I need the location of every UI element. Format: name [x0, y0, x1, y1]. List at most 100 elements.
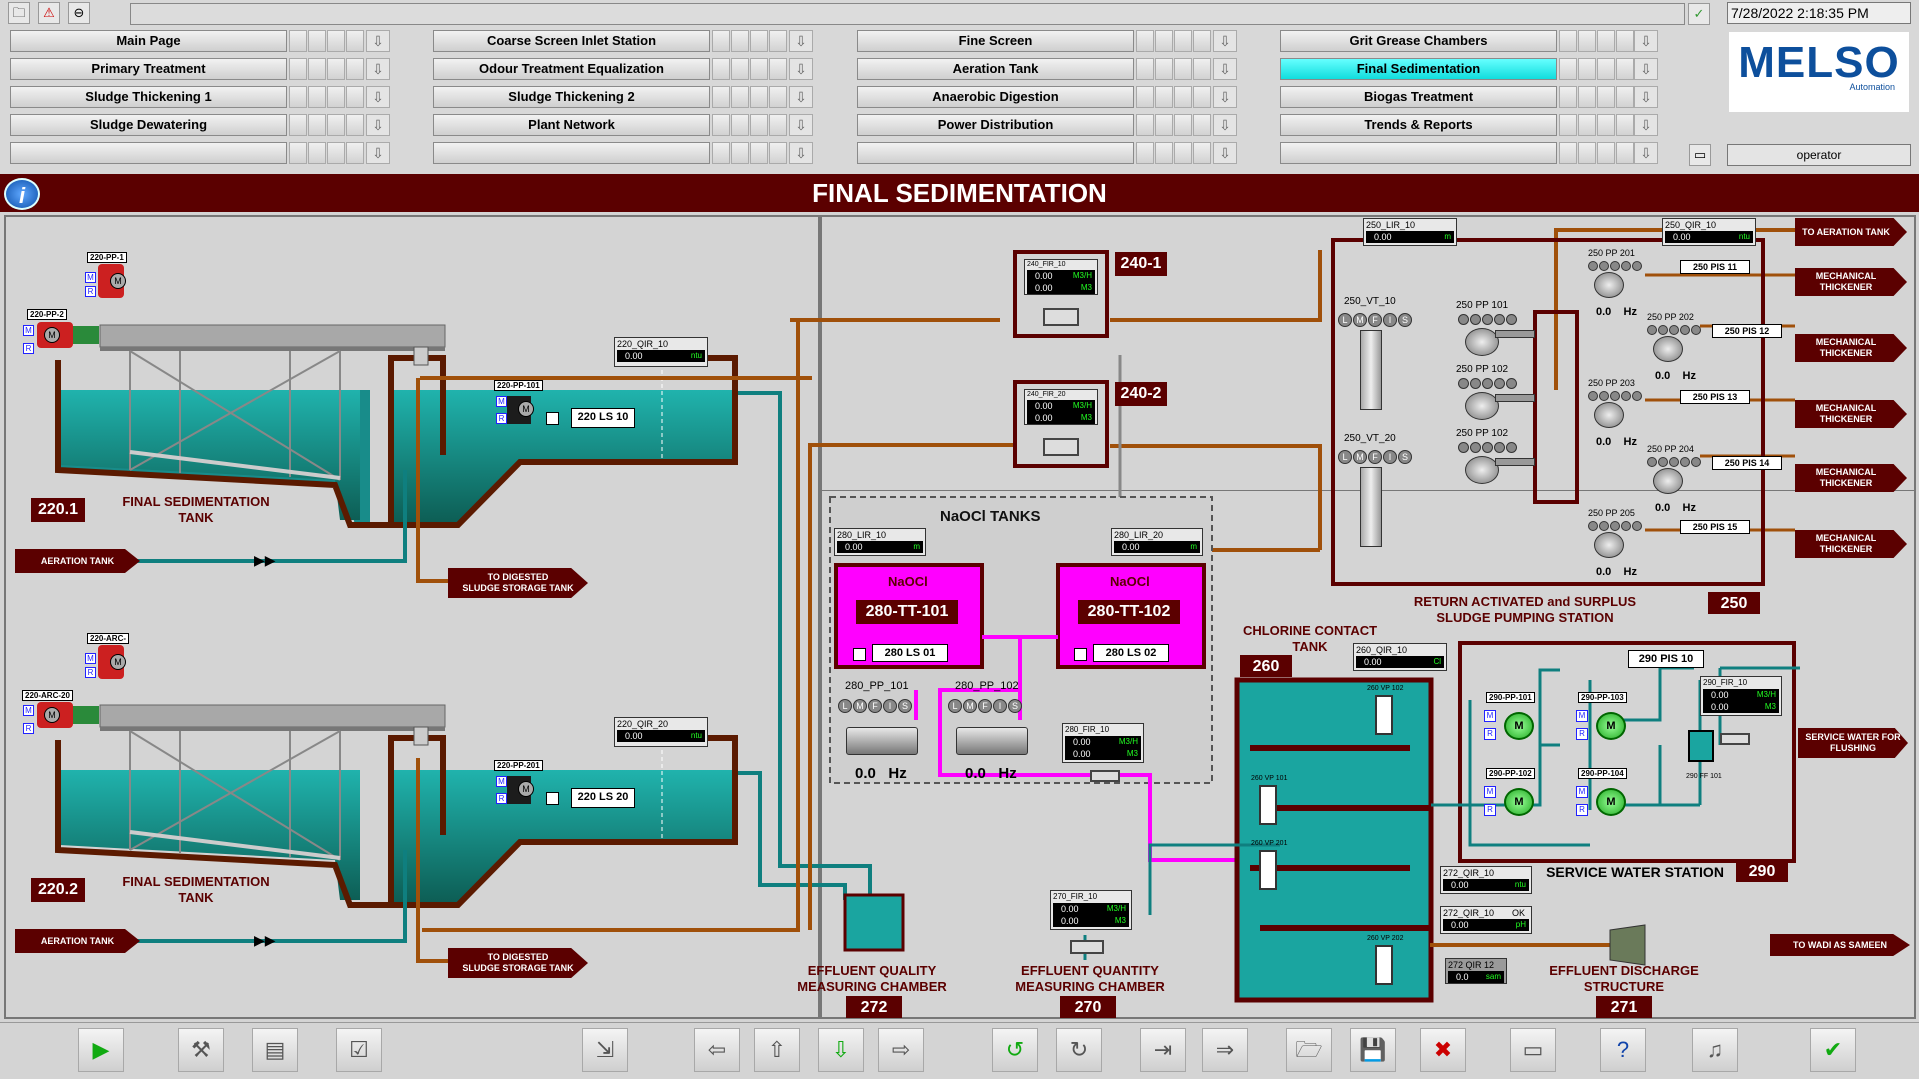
mode-r-icon[interactable]: R: [1484, 804, 1496, 816]
mode-r-icon[interactable]: R: [85, 286, 96, 297]
monitor-icon[interactable]: ▭: [1689, 144, 1711, 166]
motor-icon[interactable]: M: [518, 401, 534, 417]
nav-button[interactable]: Sludge Thickening 1: [10, 86, 287, 108]
nav-dropdown-icon[interactable]: ⇩: [789, 30, 813, 52]
checklist-icon[interactable]: ☑: [336, 1028, 382, 1072]
nav-slot[interactable]: [1155, 142, 1173, 164]
nav-slot[interactable]: [1616, 142, 1634, 164]
nav-slot[interactable]: [731, 86, 749, 108]
next-icon[interactable]: ⇒: [1202, 1028, 1248, 1072]
nav-slot[interactable]: [1578, 30, 1596, 52]
nav-button[interactable]: [1280, 142, 1557, 164]
nav-slot[interactable]: [327, 30, 345, 52]
mode-m-icon[interactable]: M: [85, 272, 96, 283]
nav-slot[interactable]: [712, 86, 730, 108]
level-switch-checkbox[interactable]: [1074, 648, 1087, 661]
pump-icon[interactable]: [1653, 468, 1683, 494]
nav-slot[interactable]: [327, 86, 345, 108]
nav-button[interactable]: [857, 142, 1134, 164]
mode-r-icon[interactable]: R: [496, 413, 507, 424]
nav-dropdown-icon[interactable]: ⇩: [789, 142, 813, 164]
nav-slot[interactable]: [1597, 142, 1615, 164]
nav-slot[interactable]: [712, 58, 730, 80]
pump-icon[interactable]: M: [1504, 712, 1534, 740]
notes-icon[interactable]: ▤: [252, 1028, 298, 1072]
mode-m-icon[interactable]: M: [23, 705, 34, 716]
nav-slot[interactable]: [327, 58, 345, 80]
nav-slot[interactable]: [308, 30, 326, 52]
ack-icon[interactable]: ✔: [1810, 1028, 1856, 1072]
mechanical-thickener-outlet[interactable]: MECHANICAL THICKENER: [1795, 334, 1907, 362]
mode-r-icon[interactable]: R: [1576, 728, 1588, 740]
mode-m-icon[interactable]: M: [1484, 786, 1496, 798]
nav-slot[interactable]: [1136, 86, 1154, 108]
nav-slot[interactable]: [1174, 86, 1192, 108]
nav-slot[interactable]: [327, 142, 345, 164]
valve-icon[interactable]: [1259, 785, 1277, 825]
nav-slot[interactable]: [712, 142, 730, 164]
nav-slot[interactable]: [289, 142, 307, 164]
nav-slot[interactable]: [712, 30, 730, 52]
nav-slot[interactable]: [1559, 142, 1577, 164]
wadi-outlet[interactable]: TO WADI AS SAMEEN: [1770, 934, 1910, 956]
calendar-icon[interactable]: ✓: [1688, 3, 1710, 25]
open-icon[interactable]: 🗁: [1286, 1028, 1332, 1072]
nav-slot[interactable]: [1193, 142, 1211, 164]
valve-icon[interactable]: [1375, 695, 1393, 735]
nav-slot[interactable]: [346, 114, 364, 136]
nav-button[interactable]: Power Distribution: [857, 114, 1134, 136]
dosing-pump-icon[interactable]: [846, 727, 918, 755]
nav-dropdown-icon[interactable]: ⇩: [1634, 86, 1658, 108]
motor-icon[interactable]: M: [44, 707, 60, 723]
nav-button[interactable]: Odour Treatment Equalization: [433, 58, 710, 80]
flowmeter-icon[interactable]: [1043, 308, 1079, 326]
nav-slot[interactable]: [1136, 114, 1154, 136]
nav-slot[interactable]: [750, 142, 768, 164]
nav-button[interactable]: Anaerobic Digestion: [857, 86, 1134, 108]
sound-icon[interactable]: ♫: [1692, 1028, 1738, 1072]
nav-slot[interactable]: [308, 142, 326, 164]
nav-dropdown-icon[interactable]: ⇩: [1634, 114, 1658, 136]
nav-button[interactable]: Main Page: [10, 30, 287, 52]
nav-dropdown-icon[interactable]: ⇩: [789, 86, 813, 108]
valve-icon[interactable]: [1259, 850, 1277, 890]
nav-slot[interactable]: [1193, 30, 1211, 52]
nav-slot[interactable]: [1174, 114, 1192, 136]
nav-slot[interactable]: [1597, 86, 1615, 108]
nav-dropdown-icon[interactable]: ⇩: [789, 114, 813, 136]
nav-button[interactable]: Aeration Tank: [857, 58, 1134, 80]
flowmeter-icon[interactable]: [1720, 733, 1750, 745]
import-icon[interactable]: ⇲: [582, 1028, 628, 1072]
nav-button[interactable]: Final Sedimentation: [1280, 58, 1557, 80]
mechanical-thickener-outlet[interactable]: MECHANICAL THICKENER: [1795, 530, 1907, 558]
nav-dropdown-icon[interactable]: ⇩: [366, 30, 390, 52]
nav-button[interactable]: Plant Network: [433, 114, 710, 136]
nav-slot[interactable]: [1136, 142, 1154, 164]
nav-slot[interactable]: [1155, 86, 1173, 108]
motor-icon[interactable]: M: [518, 781, 534, 797]
alarm-icon[interactable]: ⚠: [38, 2, 60, 24]
pump-icon[interactable]: [1594, 272, 1624, 298]
nav-dropdown-icon[interactable]: ⇩: [1213, 58, 1237, 80]
mode-m-icon[interactable]: M: [1576, 710, 1588, 722]
nav-slot[interactable]: [289, 58, 307, 80]
nav-slot[interactable]: [346, 58, 364, 80]
tools-icon[interactable]: ⚒: [178, 1028, 224, 1072]
pump-icon[interactable]: M: [1596, 788, 1626, 816]
up-icon[interactable]: ⇧: [754, 1028, 800, 1072]
valve-actuator-icon[interactable]: [1360, 330, 1382, 410]
nav-slot[interactable]: [1193, 58, 1211, 80]
dosing-pump-icon[interactable]: [956, 727, 1028, 755]
back-icon[interactable]: ⇦: [694, 1028, 740, 1072]
